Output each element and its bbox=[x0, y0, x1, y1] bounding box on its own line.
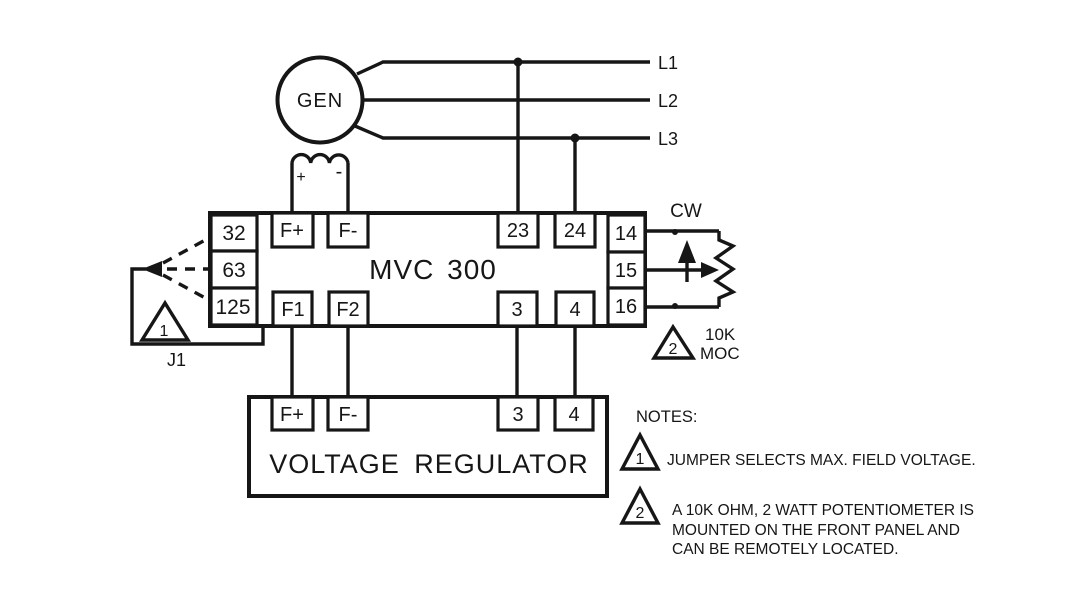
potentiometer-resistor-icon bbox=[712, 231, 737, 307]
voltage-regulator-title: VOLTAGE REGULATOR bbox=[269, 449, 589, 479]
mvc-terminal-23 bbox=[496, 211, 540, 249]
mvc-terminal-23-label: 23 bbox=[507, 220, 529, 242]
mvc-terminal-24 bbox=[553, 211, 597, 249]
vr-terminal-fplus-label: F+ bbox=[280, 404, 304, 426]
mvc-terminal-16-label: 16 bbox=[615, 296, 637, 318]
note2-text-line3: CAN BE REMOTELY LOCATED. bbox=[672, 541, 899, 558]
wire-16-dot bbox=[672, 303, 678, 309]
mvc-terminal-f1-label: F1 bbox=[281, 299, 304, 321]
jumper-arrow-icon bbox=[142, 261, 162, 277]
vr-terminal-fplus bbox=[270, 395, 315, 432]
cw-arrow-head-icon bbox=[678, 240, 696, 263]
mvc-terminal-fminus-label: F- bbox=[339, 220, 358, 242]
mvc-terminal-15-label: 15 bbox=[615, 260, 637, 282]
mvc-terminal-3-label: 3 bbox=[511, 299, 522, 321]
pot-rating-line2: MOC bbox=[700, 344, 740, 363]
jumper-dashed-32 bbox=[162, 236, 210, 265]
note1-flag-number: 1 bbox=[636, 451, 645, 468]
jumper-dashed-125 bbox=[162, 273, 210, 302]
jumper-label: J1 bbox=[167, 350, 186, 370]
vr-terminal-fminus bbox=[326, 395, 370, 432]
mvc-terminal-24-label: 24 bbox=[564, 220, 586, 242]
wiper-arrow-icon bbox=[701, 262, 719, 278]
mvc-terminal-fplus-label: F+ bbox=[280, 220, 304, 242]
wire-14-dot bbox=[672, 229, 678, 235]
mvc-terminal-4-label: 4 bbox=[569, 299, 580, 321]
mvc-terminal-4 bbox=[554, 290, 596, 328]
vr-terminal-4-label: 4 bbox=[568, 404, 579, 426]
label-l3: L3 bbox=[658, 129, 678, 149]
pot-rating-line1: 10K bbox=[705, 325, 736, 344]
vr-terminal-fminus-label: F- bbox=[339, 404, 358, 426]
vr-terminal-3-label: 3 bbox=[512, 404, 523, 426]
note1-triangle-icon bbox=[619, 431, 661, 471]
wire-l1 bbox=[356, 60, 650, 76]
note2-text-line2: MOUNTED ON THE FRONT PANEL AND bbox=[672, 522, 960, 539]
pot-flag-number: 2 bbox=[669, 341, 678, 358]
jumper-wire-j1 bbox=[130, 267, 265, 346]
vr-terminal-4 bbox=[553, 395, 595, 432]
jumper-flag-triangle-icon bbox=[138, 299, 192, 342]
coil-plus-label: + bbox=[296, 169, 305, 186]
mvc300-title: MVC 300 bbox=[369, 254, 497, 285]
mvc-terminal-14 bbox=[606, 213, 647, 254]
mvc-terminal-63-label: 63 bbox=[222, 259, 245, 282]
junction-dot-l3 bbox=[570, 133, 580, 143]
label-l1: L1 bbox=[658, 53, 678, 73]
notes-heading: NOTES: bbox=[636, 408, 697, 426]
pot-flag-triangle-icon bbox=[650, 323, 697, 360]
coil-minus-label: - bbox=[336, 161, 343, 183]
mvc-terminal-fminus bbox=[326, 211, 370, 249]
note1-text: JUMPER SELECTS MAX. FIELD VOLTAGE. bbox=[667, 452, 976, 469]
field-coil-icon bbox=[290, 152, 350, 164]
note2-text-line1: A 10K OHM, 2 WATT POTENTIOMETER IS bbox=[672, 502, 974, 519]
mvc-terminal-fplus bbox=[270, 211, 315, 249]
cw-label: CW bbox=[670, 201, 702, 222]
label-l2: L2 bbox=[658, 91, 678, 111]
wire-l3 bbox=[354, 124, 650, 140]
note2-triangle-icon bbox=[619, 485, 661, 525]
generator-label: GEN bbox=[297, 90, 343, 112]
mvc-terminal-f1 bbox=[271, 290, 314, 328]
junction-dot-l1 bbox=[513, 57, 523, 67]
mvc-terminal-125-label: 125 bbox=[215, 296, 250, 319]
mvc-terminal-f2-label: F2 bbox=[336, 299, 359, 321]
mvc-terminal-14-label: 14 bbox=[615, 223, 637, 245]
note2-flag-number: 2 bbox=[636, 505, 645, 522]
vr-terminal-3 bbox=[496, 395, 540, 432]
mvc-terminal-125 bbox=[209, 286, 259, 327]
jumper-flag-number: 1 bbox=[160, 323, 169, 340]
mvc-terminal-32-label: 32 bbox=[222, 222, 245, 245]
